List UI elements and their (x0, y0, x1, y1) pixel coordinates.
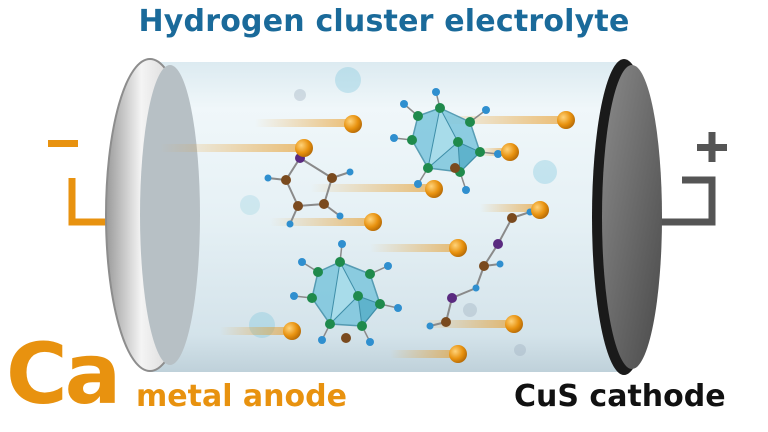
anode-minus-sign (48, 140, 78, 147)
ion (449, 239, 467, 257)
ion (505, 315, 523, 333)
ion (557, 111, 575, 129)
anode-label: metal anode (136, 379, 347, 414)
ion (501, 143, 519, 161)
ion (364, 213, 382, 231)
ion-trails (160, 116, 560, 358)
background-molecules (240, 67, 557, 356)
cathode-label: CuS cathode (514, 379, 726, 414)
ion (531, 201, 549, 219)
electrolyte-tube (150, 62, 630, 372)
calcium-ions (283, 111, 575, 363)
ion (295, 139, 313, 157)
ion (449, 345, 467, 363)
cathode-plus-v (708, 132, 716, 162)
cathode-wire (648, 176, 716, 226)
hydrogen-cluster-upper (390, 88, 502, 194)
ion (425, 180, 443, 198)
anode-face (140, 65, 200, 365)
cathode-disk (602, 65, 662, 369)
ion (344, 115, 362, 133)
organic-ligand-right (426, 208, 534, 330)
anode-symbol: Ca (6, 325, 121, 423)
anode-wire (68, 178, 108, 226)
hydrogen-cluster-lower (290, 240, 402, 346)
ion (283, 322, 301, 340)
diagram-title: Hydrogen cluster electrolyte (138, 4, 630, 39)
